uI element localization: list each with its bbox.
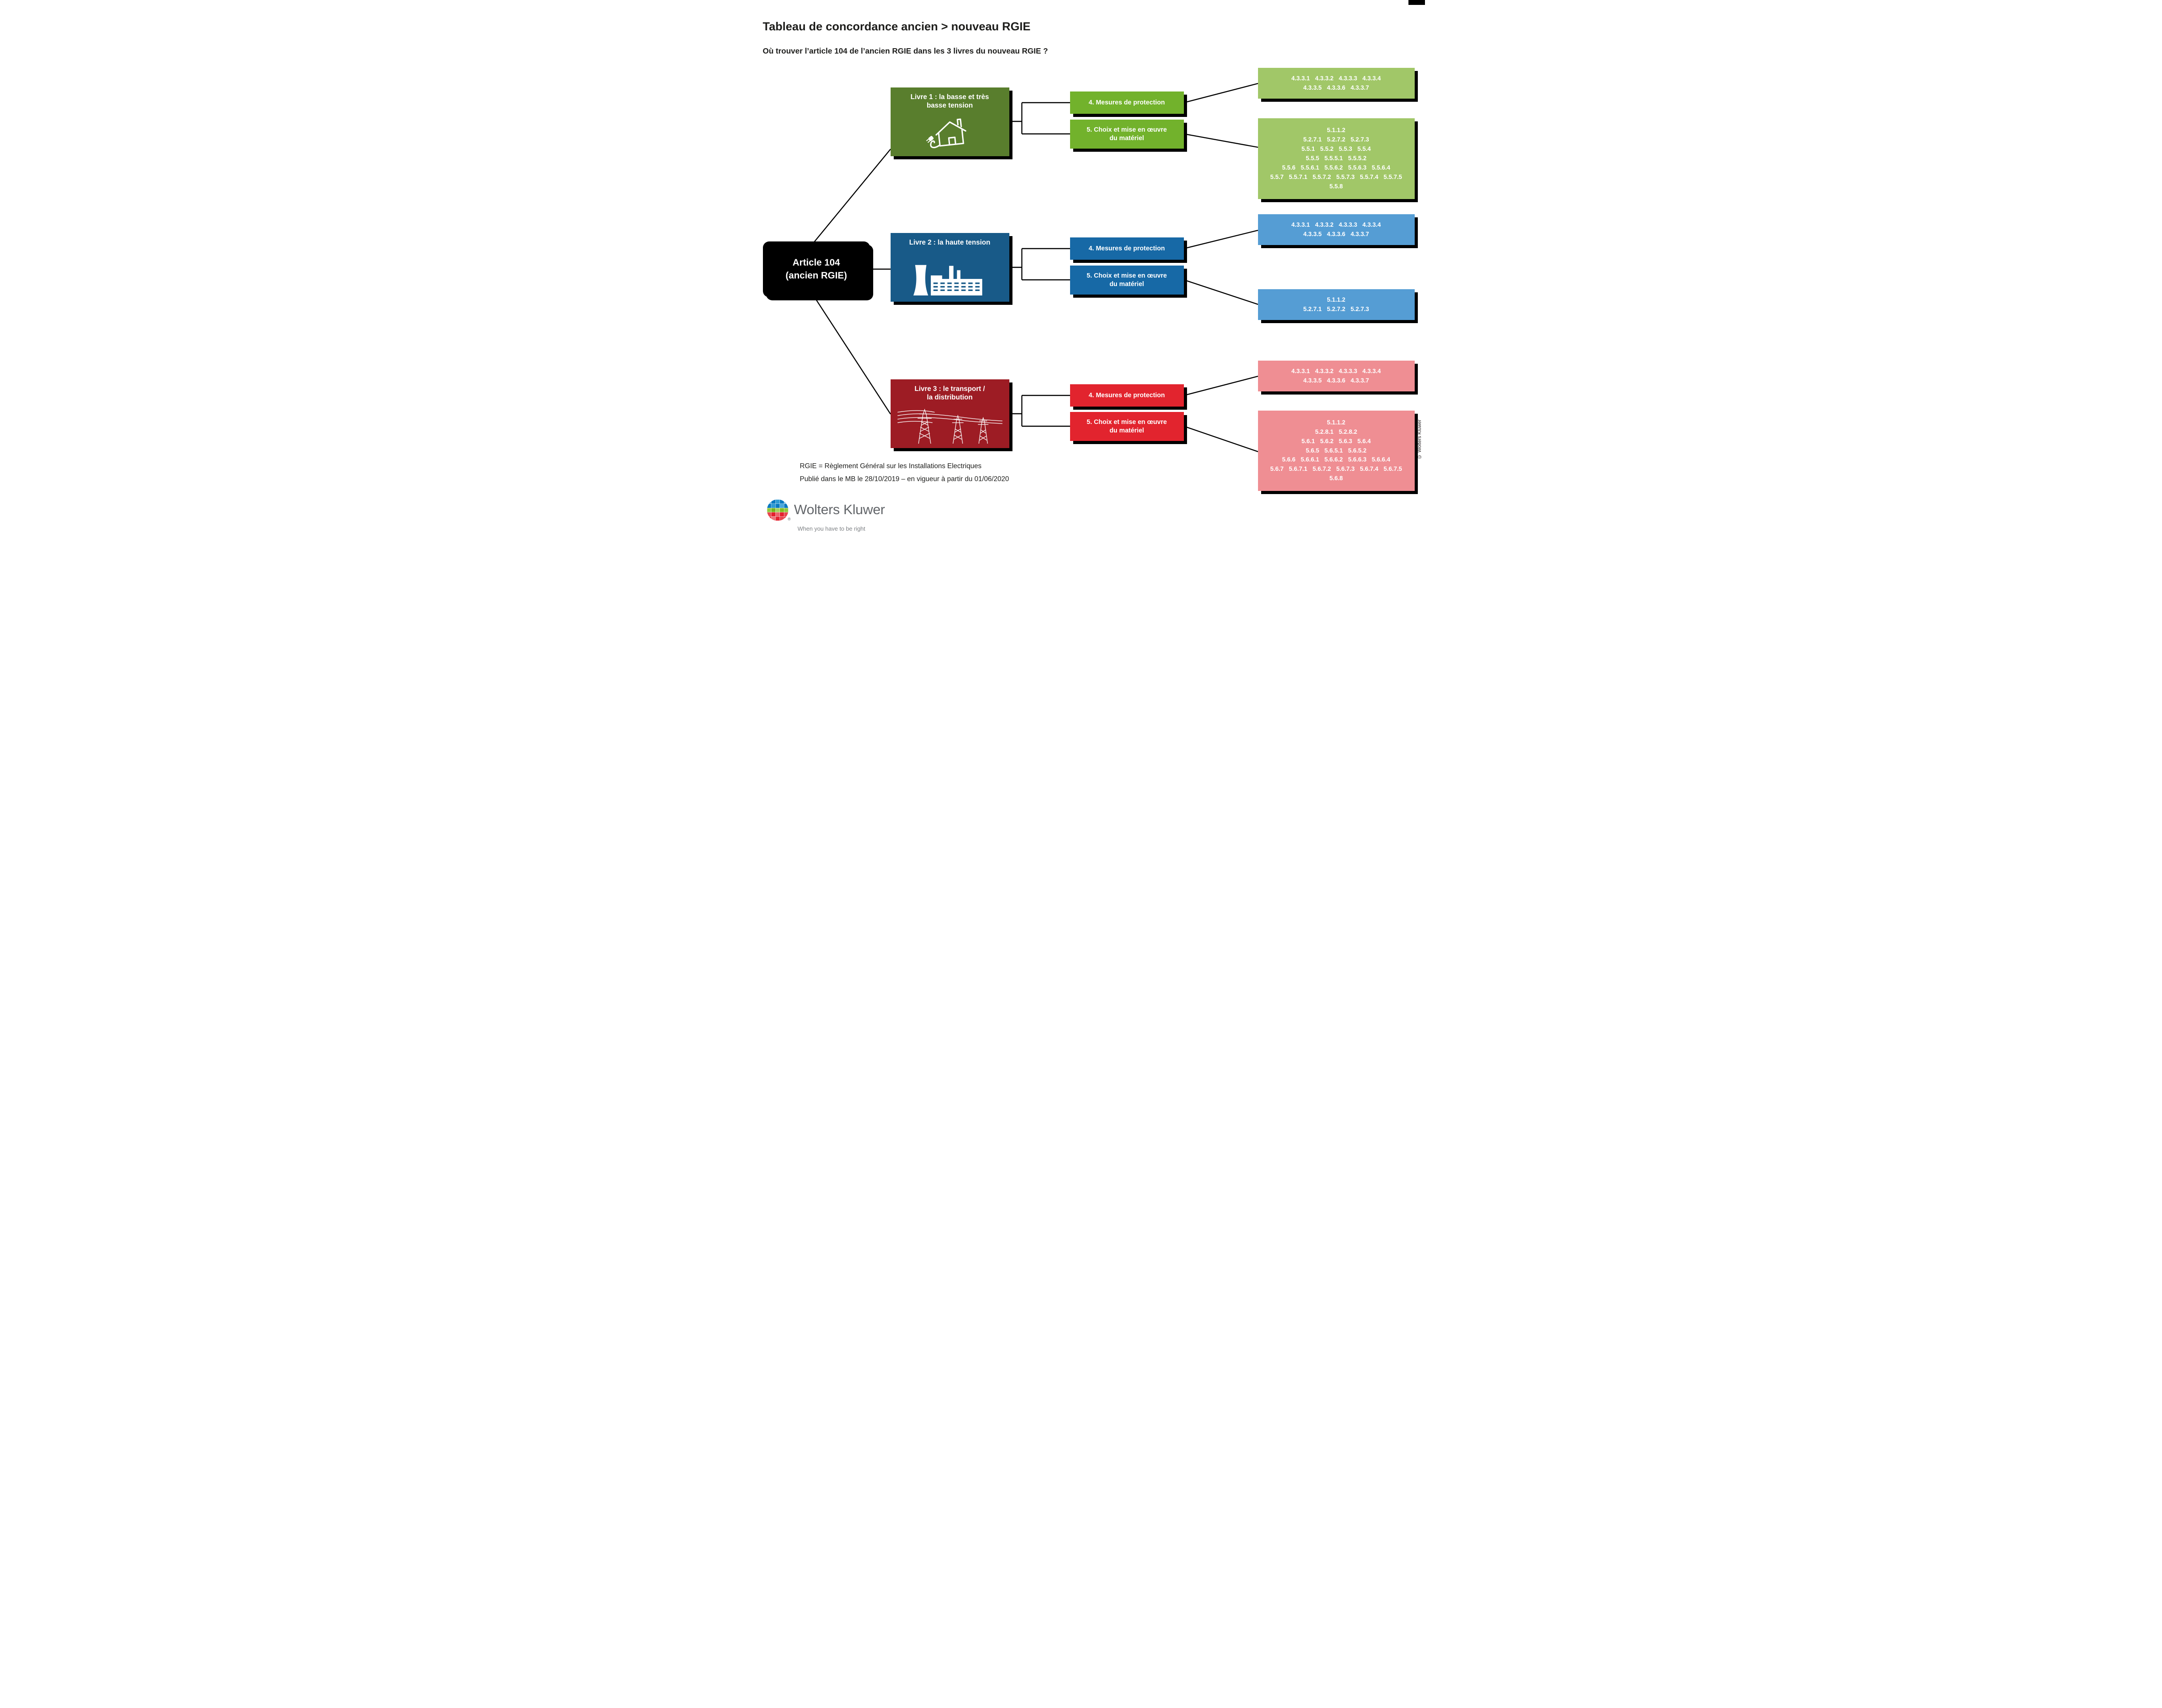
livre-3-title: Livre 3 : le transport / la distribution	[914, 385, 985, 402]
copyright-vertical: © Wolters Kluwer	[1416, 420, 1422, 459]
page-title: Tableau de concordance ancien > nouveau …	[762, 20, 1031, 33]
livre-2-measure-protection: 4. Mesures de protection	[1070, 237, 1184, 260]
house-plug-icon	[926, 118, 966, 149]
livre-1-title: Livre 1 : la basse et très basse tension	[910, 93, 989, 110]
wolters-kluwer-mosaic-icon	[767, 499, 788, 521]
page-corner-mark	[1408, 0, 1425, 5]
livre-3-measure-materiel: 5. Choix et mise en œuvre du matériel	[1070, 412, 1184, 441]
rgie-definition-note: RGIE = Règlement Général sur les Install…	[800, 462, 982, 470]
article-104-label: Article 104 (ancien RGIE)	[785, 258, 847, 281]
publication-note: Publié dans le MB le 28/10/2019 – en vig…	[800, 475, 1009, 483]
infographic-canvas: Tableau de concordance ancien > nouveau …	[737, 0, 1425, 543]
livre-2-articles-materiel: 5.1.1.2 5.2.7.1 5.2.7.2 5.2.7.3	[1258, 289, 1415, 320]
registered-mark: ®	[787, 517, 791, 521]
power-towers-icon	[897, 408, 1002, 444]
livre-2-box: Livre 2 : la haute tension	[890, 233, 1009, 302]
livre-1-articles-materiel: 5.1.1.2 5.2.7.1 5.2.7.2 5.2.7.3 5.5.1 5.…	[1258, 118, 1415, 199]
connector-lines	[813, 83, 1258, 453]
brand-tagline: When you have to be right	[797, 525, 866, 532]
livre-3-articles-protection: 4.3.3.1 4.3.3.2 4.3.3.3 4.3.3.4 4.3.3.5 …	[1258, 361, 1415, 391]
livre-1-box: Livre 1 : la basse et très basse tension	[890, 87, 1009, 156]
livre-2-measure-materiel: 5. Choix et mise en œuvre du matériel	[1070, 266, 1184, 295]
livre-2-articles-protection: 4.3.3.1 4.3.3.2 4.3.3.3 4.3.3.4 4.3.3.5 …	[1258, 214, 1415, 245]
article-104-node: Article 104 (ancien RGIE)	[762, 241, 870, 297]
livre-1-articles-protection: 4.3.3.1 4.3.3.2 4.3.3.3 4.3.3.4 4.3.3.5 …	[1258, 68, 1415, 99]
livre-3-box: Livre 3 : le transport / la distribution	[890, 379, 1009, 448]
brand-name: Wolters Kluwer	[794, 502, 885, 517]
page-subtitle: Où trouver l’article 104 de l’ancien RGI…	[762, 46, 1048, 55]
livre-1-measure-materiel: 5. Choix et mise en œuvre du matériel	[1070, 120, 1184, 149]
livre-3-articles-materiel: 5.1.1.2 5.2.8.1 5.2.8.2 5.6.1 5.6.2 5.6.…	[1258, 411, 1415, 491]
livre-3-measure-protection: 4. Mesures de protection	[1070, 384, 1184, 407]
factory-icon	[913, 265, 982, 296]
livre-2-title: Livre 2 : la haute tension	[909, 239, 991, 246]
livre-1-measure-protection: 4. Mesures de protection	[1070, 91, 1184, 114]
